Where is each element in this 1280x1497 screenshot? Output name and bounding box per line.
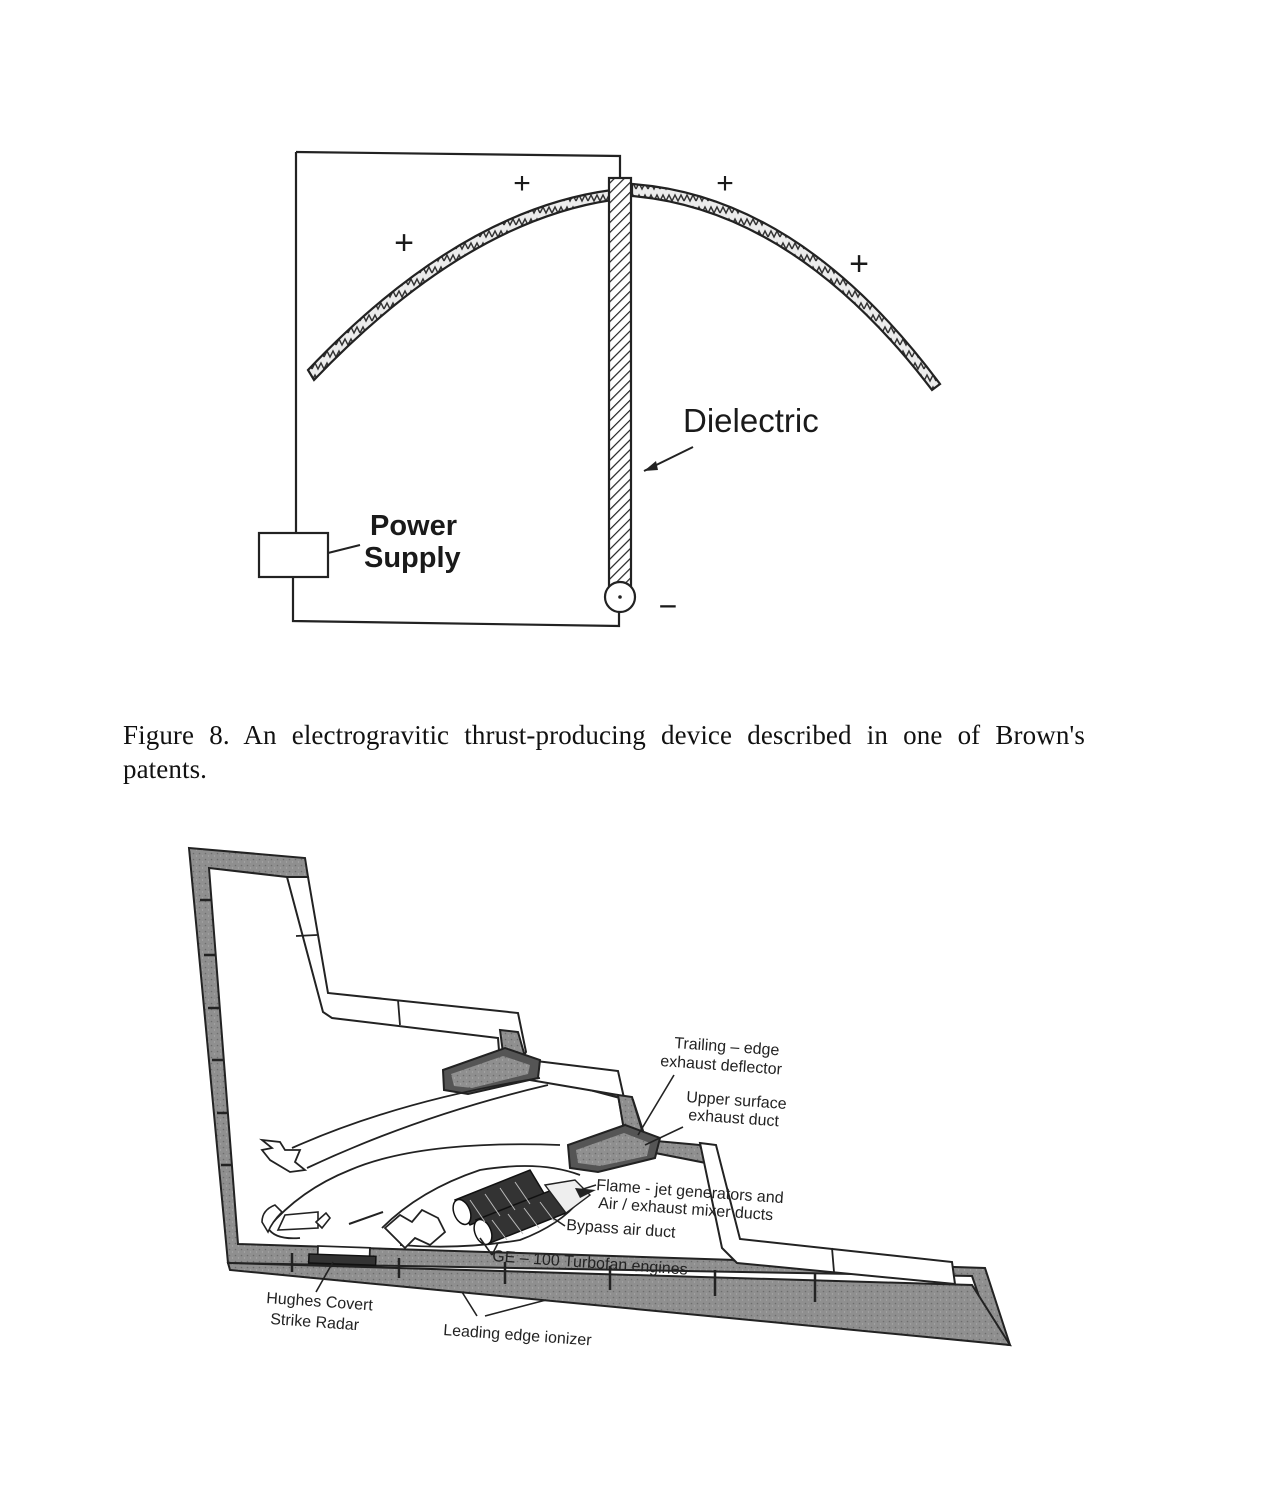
engine-nacelle [381,1165,581,1229]
leader-flame-jet [579,1184,597,1191]
trailing-edge-panels-inboard [285,876,528,1065]
cockpit-window [276,1211,319,1231]
figure-8-caption: Figure 8. An electrogravitic thrust-prod… [123,720,1085,784]
figure-b2-planform-diagram: Trailing – edge exhaust deflector Upper … [0,820,1280,1420]
label-upper-surface-line1: Upper surface [686,1089,788,1113]
cockpit-outline [267,1143,561,1229]
trailing-edge-panels-outboard [698,1141,957,1286]
figure-8-diagram: + + + + − Dielectric Power Supply [257,150,942,628]
electrode-arc-right [630,182,942,392]
leader-trailing-edge [637,1074,675,1136]
leader-ionizer [461,1291,547,1317]
power-supply-label-line1: Power [370,510,457,542]
cockpit-window [261,1204,284,1234]
label-upper-surface-line2: exhaust duct [688,1107,780,1130]
label-leading-edge-ionizer: Leading edge ionizer [443,1322,593,1349]
plus-sign: + [513,167,531,200]
power-supply-box [257,531,330,579]
dielectric-label: Dielectric [683,402,819,439]
b2-planform-svg: Trailing – edge exhaust deflector Upper … [187,846,1012,1349]
minus-sign: − [659,588,678,624]
leader-bypass [552,1217,566,1227]
wire-bottom [291,577,621,628]
label-hughes-radar-line2: Strike Radar [270,1311,361,1334]
leader-upper-surface [644,1126,684,1146]
plus-sign: + [849,245,869,283]
electrode-arc-left [306,188,614,382]
label-bypass-air-duct: Bypass air duct [566,1217,677,1242]
power-supply-label-line2: Supply [364,542,461,574]
plus-sign: + [716,167,734,200]
dielectric-column [607,176,633,590]
ge-100-turbofan-engines [452,1169,596,1246]
plus-sign: + [394,224,414,262]
power-supply-leader [327,544,361,554]
leader-hughes-radar [315,1261,334,1293]
cockpit-window [314,1211,332,1230]
leader-ge100 [479,1237,499,1256]
label-hughes-radar-line1: Hughes Covert [266,1290,374,1314]
figure-8-electrogravitic-device: + + + + − Dielectric Power Supply [0,0,1280,700]
wire-top [295,150,622,183]
fuselage-cutaway-edge [259,1138,308,1173]
